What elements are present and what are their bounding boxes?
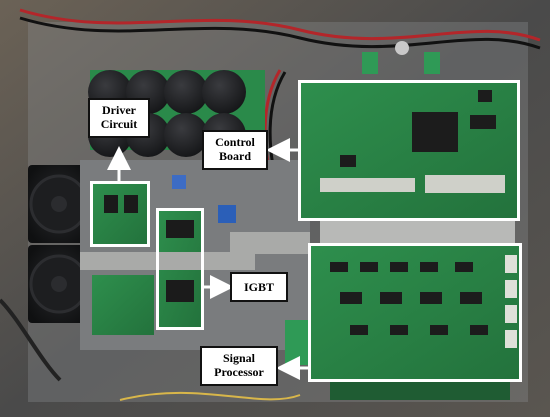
driver-circuit-label-line2: Circuit (100, 117, 138, 131)
blue-component (218, 205, 236, 223)
igbt-frame (156, 208, 204, 330)
driver-circuit-frame (90, 181, 150, 247)
ribbon-cable (230, 232, 310, 254)
wire-red (19, 8, 541, 42)
control-mcu (412, 112, 458, 152)
signal-processor-label-line2: Processor (214, 365, 264, 379)
header-row (425, 175, 505, 193)
control-chip (340, 155, 356, 167)
driver-chip (124, 195, 138, 213)
signal-connectors (505, 255, 517, 348)
bottom-connectors (330, 380, 510, 400)
igbt-label-text: IGBT (243, 280, 274, 294)
wire-black-3 (0, 298, 62, 382)
connector (424, 52, 440, 74)
signal-processor-label-line1: Signal (222, 351, 255, 365)
blue-component (172, 175, 186, 189)
signal-chips (330, 262, 488, 335)
wire-black (19, 16, 541, 50)
driver-circuit-label-line1: Driver (102, 103, 136, 117)
signal-processor-frame (308, 243, 522, 382)
capacitor (202, 70, 246, 114)
igbt-label: IGBT (230, 272, 288, 302)
connector (362, 52, 378, 74)
driver-pcb (92, 183, 148, 245)
driver-circuit-label: Driver Circuit (88, 98, 150, 138)
igbt-module (166, 280, 194, 302)
wire-yellow (119, 391, 301, 401)
control-board-label-line1: Control (215, 135, 255, 149)
control-chip (478, 90, 492, 102)
driver-chip (104, 195, 118, 213)
control-board-frame (298, 80, 520, 221)
standoff (395, 41, 409, 55)
signal-processor-label: Signal Processor (200, 346, 278, 386)
fan-hub (51, 276, 67, 292)
header-row (320, 178, 415, 192)
control-board-label-line2: Board (218, 149, 251, 163)
control-chip (470, 115, 496, 129)
ribbon-cable (80, 252, 255, 270)
capacitor (164, 113, 208, 157)
fan-hub (51, 196, 67, 212)
control-board-pcb (300, 82, 518, 219)
igbt-module (166, 220, 194, 238)
aux-pcb (92, 275, 154, 335)
control-board-label: Control Board (202, 130, 268, 170)
capacitor (164, 70, 208, 114)
